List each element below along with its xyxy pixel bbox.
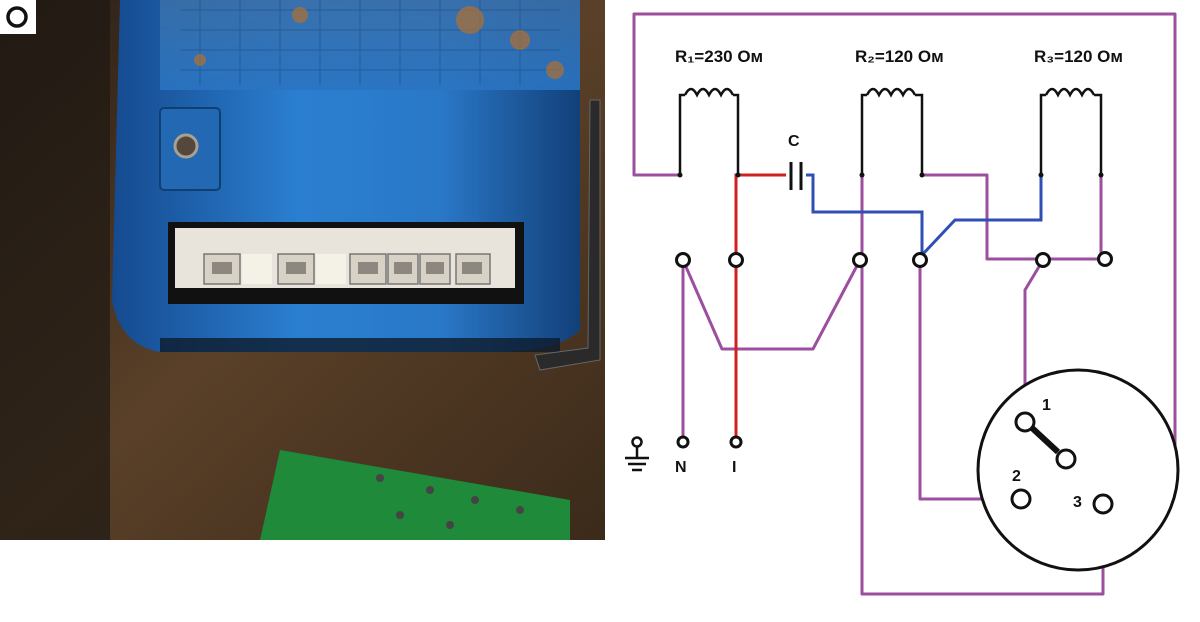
blue-wires bbox=[806, 173, 1043, 257]
wire-line-to-capacitor bbox=[734, 173, 786, 440]
terminal-5 bbox=[1035, 252, 1051, 268]
wire-cross-link bbox=[681, 259, 862, 351]
wire-r2-right-to-terminal bbox=[922, 173, 1105, 261]
terminal-6 bbox=[1097, 251, 1113, 267]
motor-photo-illustration bbox=[0, 0, 605, 540]
terminal-line bbox=[729, 435, 743, 449]
terminal-connectors bbox=[203, 253, 491, 285]
switch-label-2: 2 bbox=[1012, 468, 1021, 485]
switch-body bbox=[976, 368, 1180, 572]
terminal-1 bbox=[675, 252, 691, 268]
switch-position-1 bbox=[1014, 411, 1036, 433]
terminal-row bbox=[675, 251, 1113, 268]
ground-icon bbox=[625, 436, 649, 472]
terminal-n-label: N bbox=[675, 459, 687, 476]
switch-position-3 bbox=[1092, 493, 1114, 515]
terminal-3 bbox=[852, 252, 868, 268]
wire-terminal-to-switch-1 bbox=[1023, 259, 1045, 420]
coil-r3 bbox=[1039, 87, 1103, 175]
terminal-4 bbox=[912, 252, 928, 268]
switch-center bbox=[1055, 448, 1077, 470]
resistor-coils bbox=[678, 87, 1103, 175]
red-wires bbox=[734, 173, 786, 440]
circuit-board bbox=[260, 450, 570, 540]
motor-photo bbox=[0, 0, 605, 540]
power-input: N I bbox=[675, 435, 743, 476]
terminal-2 bbox=[728, 252, 744, 268]
terminal-line-label: I bbox=[732, 459, 736, 476]
r1-label: R₁=230 Ом bbox=[675, 47, 763, 66]
wire-capacitor-to-r2-terminal bbox=[806, 173, 924, 255]
capacitor-label: C bbox=[788, 133, 800, 150]
switch-label-3: 3 bbox=[1073, 494, 1082, 511]
rotary-switch: 1 2 3 bbox=[976, 368, 1180, 572]
capacitor bbox=[789, 162, 803, 190]
allen-key bbox=[534, 99, 601, 371]
r3-label: R₃=120 Ом bbox=[1034, 47, 1123, 66]
switch-label-1: 1 bbox=[1042, 397, 1051, 414]
switch-position-2 bbox=[1010, 488, 1032, 510]
coil-r1 bbox=[678, 87, 740, 175]
r2-label: R₂=120 Ом bbox=[855, 47, 944, 66]
junction-dots bbox=[677, 172, 1104, 178]
wire-terminal-to-r3-left bbox=[920, 175, 1043, 257]
switch-lever bbox=[1028, 424, 1061, 455]
circle-glyph-icon bbox=[6, 6, 28, 28]
corner-badge bbox=[0, 0, 36, 34]
coil-r2 bbox=[860, 87, 924, 175]
terminal-n bbox=[676, 435, 690, 449]
